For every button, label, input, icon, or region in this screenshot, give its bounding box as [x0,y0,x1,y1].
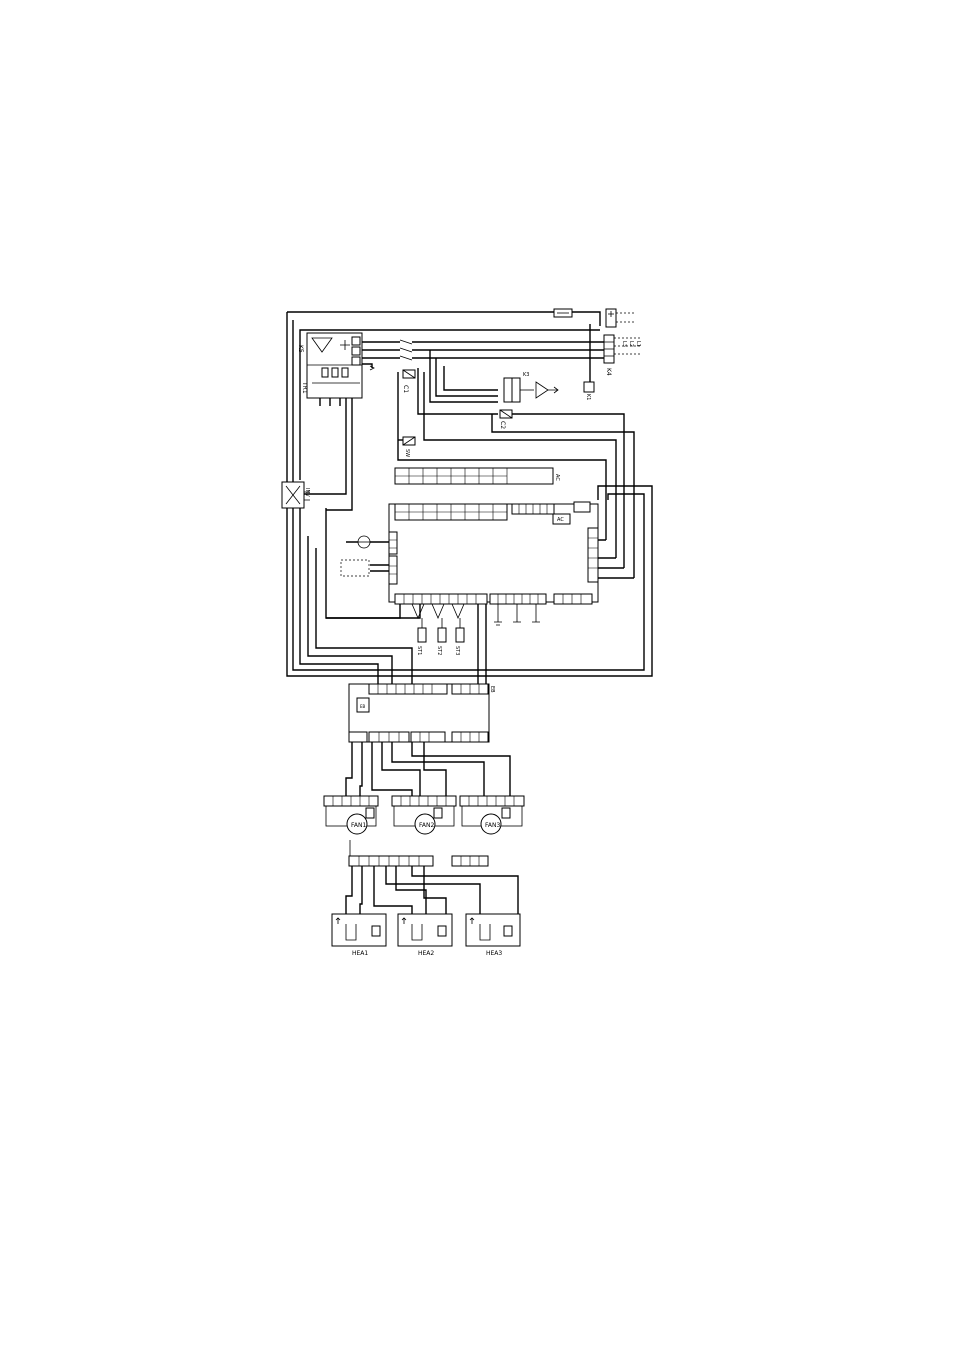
inverter-block: INV [281,481,310,509]
fan3-label: FAN3 [485,822,500,829]
expansion-tag: EB [360,704,366,709]
fan-motor-3: FAN3 [459,795,525,835]
transformer-block: TR1 K5 K4 K1 L1 L2 L3 [297,332,641,406]
transformer-label: TR1 [301,381,308,394]
heater-2: HEA2 [397,913,453,957]
phase-label-l2: L2 [628,341,634,347]
supply-terminal-label: K1 [585,394,591,400]
probe-st1-label: ST1 [416,646,422,655]
heater-terminal-row [345,840,519,914]
terminal-group-k4-label: K4 [605,368,612,376]
inverter-label: INV [304,488,310,497]
switch-label: SW [404,449,410,457]
fan-wiring [345,742,511,796]
fan1-label: FAN1 [351,822,366,829]
terminal-group-k5-label: K5 [297,345,304,353]
fan-motor-1: FAN1 [323,795,379,835]
supply-section [362,308,640,415]
probe-st3-label: ST3 [454,646,460,655]
probe-st2-label: ST2 [436,646,442,655]
contactors: C1 C2 SW [397,369,635,578]
heater2-label: HEA2 [418,950,434,957]
expansion-board-label: EB [489,686,495,693]
outer-wiring [286,311,653,684]
fan2-label: FAN2 [419,822,434,829]
phase-label-l3: L3 [621,341,627,347]
heater-1: HEA1 [331,913,387,957]
contactor-c2-label: C2 [499,421,506,429]
heater3-label: HEA3 [486,950,502,957]
heater-3: HEA3 [465,913,521,957]
main-board-label: AC [554,474,560,481]
fan-motor-2: FAN2 [391,795,457,835]
motor-contactor: K3 [503,372,559,403]
phase-label-l1: L1 [635,341,641,347]
motor-contactor-label: K3 [523,372,529,378]
main-board-tag: AC [557,517,564,523]
probes: ST1 ST2 ST3 [411,603,540,655]
heater1-label: HEA1 [352,950,368,957]
main-controller: AC AC [326,467,634,684]
contactor-c1-label: C1 [402,385,409,393]
expansion-board: EB EB [348,683,495,743]
